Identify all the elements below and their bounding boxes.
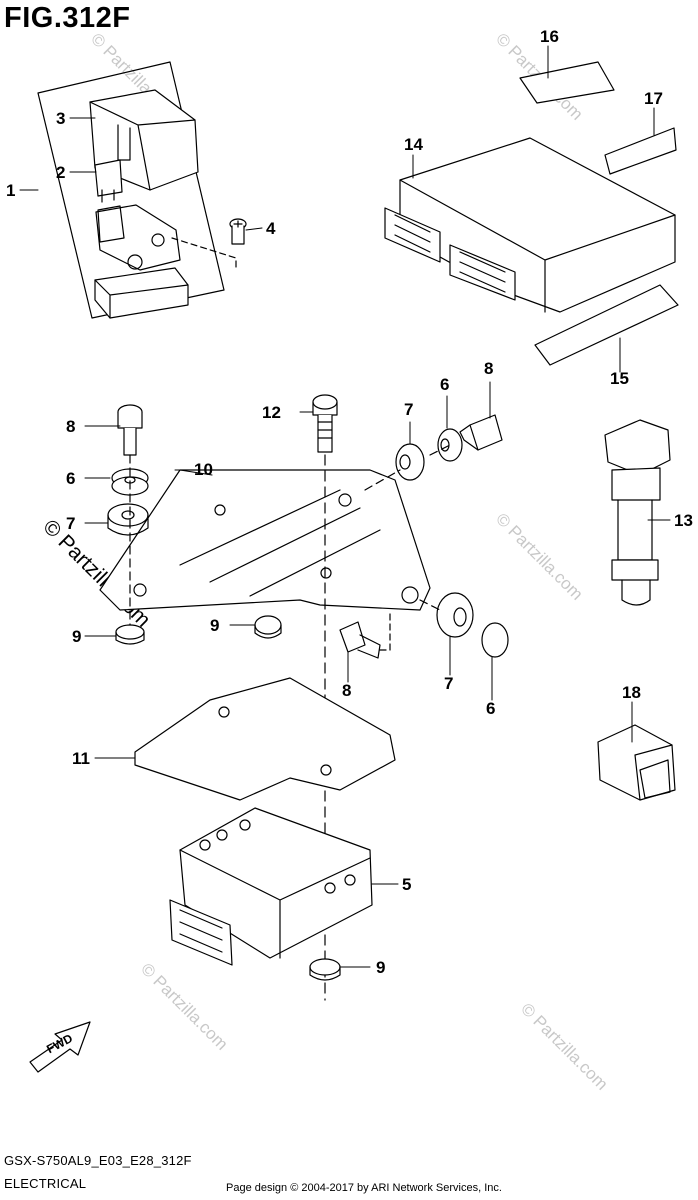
callout-2: 2 [56,163,65,182]
screw [229,218,247,245]
pad [519,61,615,104]
callout-6: 6 [440,375,449,394]
washer [437,428,463,462]
leader-lines [19,45,671,968]
callout-9: 9 [72,627,81,646]
bolt [117,404,143,456]
callout-5: 5 [402,875,411,894]
grommet [436,592,474,638]
callout-14: 14 [404,135,423,154]
ecm-connector-a [384,207,441,263]
callout-7: 7 [444,674,453,693]
nut [309,958,341,981]
relay-connector [97,205,125,243]
fwd-arrow [29,1021,91,1073]
callout-9: 9 [376,958,385,977]
ecm-edges [399,179,676,313]
ecm-unit [384,137,676,313]
callout-6: 6 [66,469,75,488]
callout-6: 6 [486,699,495,718]
fuse-legs [101,189,115,203]
watermark: © Partzilla.com [492,509,586,603]
bracket-slots [179,489,381,597]
starter-relay-kit [37,61,237,319]
callout-8: 8 [66,417,75,436]
callout-4: 4 [266,219,276,238]
section-title: ELECTRICAL [4,1176,87,1191]
washer [481,622,509,658]
nut [115,624,145,645]
bolt [459,414,503,451]
callout-16: 16 [540,27,559,46]
callout-17: 17 [644,89,663,108]
regulator-connector [169,899,233,966]
callout-3: 3 [56,109,65,128]
insulator-plate [134,677,396,801]
bolt [339,621,381,659]
callout-7: 7 [404,400,413,419]
relay-cover-edges [89,101,196,191]
pad [604,127,677,175]
callout-15: 15 [610,369,629,388]
callout-1: 1 [6,181,15,200]
relay-body [95,204,181,271]
callout-9: 9 [210,616,219,635]
kit-leader [171,237,237,271]
callout-8: 8 [484,359,493,378]
callout-12: 12 [262,403,281,422]
relay-terminal [127,254,143,270]
sensor [604,419,671,606]
regulator [169,807,373,966]
nut [254,615,282,639]
relay-base-edges [94,279,189,319]
callout-18: 18 [622,683,641,702]
figure-title: FIG.312F [4,2,131,34]
callout-11: 11 [72,749,90,768]
leader-dash [364,444,451,491]
relay-cover-slot [117,124,131,161]
fuse [94,159,123,197]
grommet [107,503,149,536]
grommet [395,443,425,481]
relay-terminal [151,233,165,247]
bolt [312,394,338,453]
callout-10: 10 [194,460,213,479]
ecm-bracket [99,469,431,611]
relay-base [94,267,189,319]
connector [597,724,676,801]
kit-frame [37,61,225,319]
pad [534,284,679,366]
callout-8: 8 [342,681,351,700]
model-code: GSX-S750AL9_E03_E28_312F [4,1153,192,1168]
callout-13: 13 [674,511,693,530]
watermark: © Partzilla.com [517,999,611,1093]
copyright-credit: Page design © 2004-2017 by ARI Network S… [226,1182,502,1194]
watermark: © Partzilla.com [137,959,231,1053]
callout-7: 7 [66,514,75,533]
